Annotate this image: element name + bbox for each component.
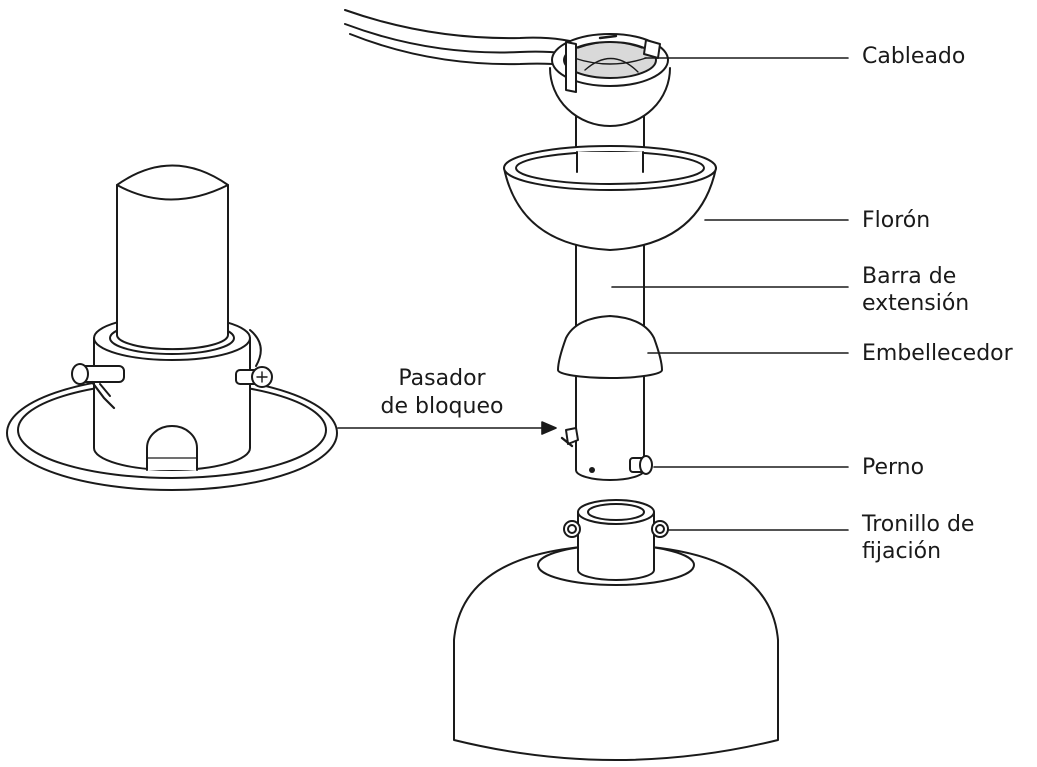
detail-lock-pin [71,363,125,410]
detail-rod-cut [116,184,229,201]
label-embellecedor: Embellecedor [862,341,1013,366]
motor-housing [453,499,779,761]
canopy [503,145,717,251]
label-tornillo-line2: fijación [862,539,942,564]
leader-lines [337,57,849,531]
label-pasador-line2: de bloqueo [380,394,504,419]
bolt [589,455,653,475]
label-barra-line2: extensión [862,291,970,316]
detail-view [6,164,338,491]
label-barra-line1: Barra de [862,264,957,289]
label-pasador-line1: Pasador [398,366,486,391]
leader-pasador-arrow [541,421,557,435]
label-floron: Florón [862,208,931,233]
trim-cover [557,315,663,379]
wiring-ball [549,33,671,127]
detail-set-screw [235,366,273,388]
label-cableado: Cableado [862,44,966,69]
lock-pin [560,427,579,448]
detail-cable-loop [249,329,262,367]
detail-bump [146,425,198,471]
label-tornillo-line1: Tronillo de [862,512,975,537]
label-perno: Perno [862,455,925,480]
detail-rod [116,164,229,351]
